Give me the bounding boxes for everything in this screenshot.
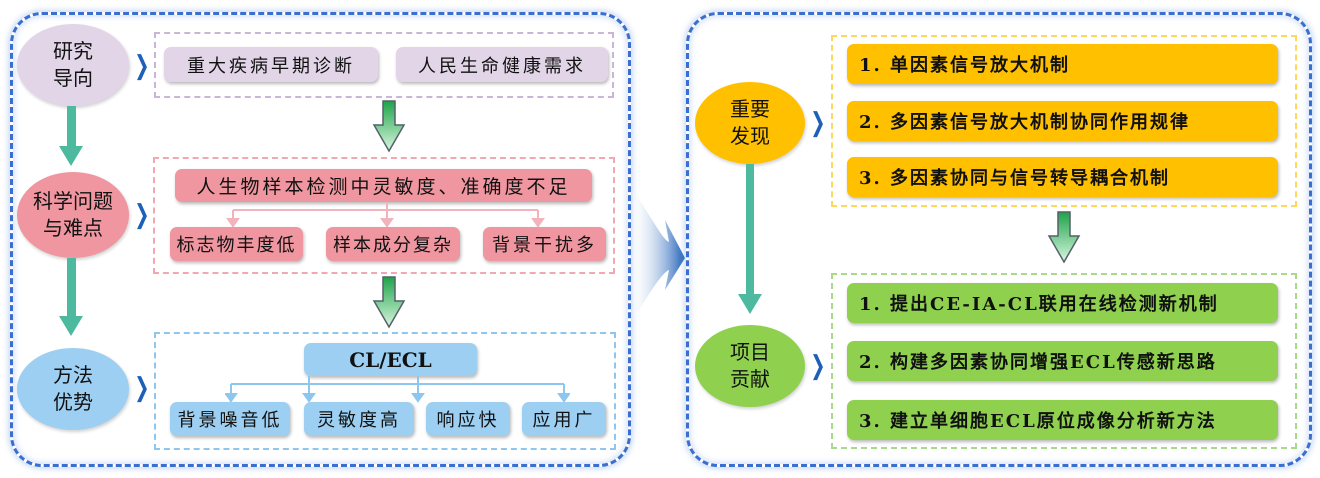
down-arrow-icon (738, 294, 762, 314)
chevron-right-icon: ❯ (134, 200, 150, 230)
method-advantages-group (154, 332, 616, 450)
down-arrow-icon (372, 100, 406, 153)
method-main-cl-ecl: CL/ECL (304, 343, 477, 376)
finding-item-1: 1. 单因素信号放大机制 (847, 44, 1278, 84)
key-findings-ellipse: 重要 发现 (695, 82, 805, 164)
down-arrow-icon (1047, 211, 1081, 264)
contribution-item-2: 2. 构建多因素协同增强ECL传感新思路 (847, 341, 1278, 381)
research-orientation-ellipse: 研究 导向 (17, 24, 129, 106)
research-item-early-diagnosis: 重大疾病早期诊断 (164, 47, 378, 82)
project-contributions-ellipse: 项目 贡献 (695, 325, 805, 407)
chevron-right-icon: ❯ (810, 351, 826, 381)
down-arrow-icon (59, 316, 83, 336)
method-branch-connector (225, 376, 570, 403)
advantage-fast-response: 响应快 (426, 402, 510, 436)
advantage-wide-application: 应用广 (522, 402, 606, 436)
flow-line (67, 106, 76, 148)
contribution-item-3: 3. 建立单细胞ECL原位成像分析新方法 (847, 400, 1278, 440)
problem-main: 人生物样本检测中灵敏度、准确度不足 (175, 169, 592, 202)
method-advantages-ellipse: 方法 优势 (17, 348, 129, 430)
advantage-high-sensitivity: 灵敏度高 (304, 402, 414, 436)
chevron-right-icon: ❯ (810, 108, 826, 138)
down-arrow-icon (59, 146, 83, 166)
flow-line (746, 164, 754, 294)
finding-item-2: 2. 多因素信号放大机制协同作用规律 (847, 101, 1278, 141)
problem-low-abundance: 标志物丰度低 (170, 227, 303, 261)
finding-item-3: 3. 多因素协同与信号转导耦合机制 (847, 157, 1278, 197)
transition-arrow-icon (633, 190, 685, 320)
key-findings-group (831, 35, 1297, 207)
research-orientation-group (154, 32, 614, 98)
chevron-right-icon: ❯ (134, 373, 150, 403)
down-arrow-icon (372, 276, 406, 329)
advantage-low-noise: 背景噪音低 (170, 402, 290, 436)
problem-complex-sample: 样本成分复杂 (326, 227, 460, 261)
flow-line (67, 258, 76, 318)
project-contributions-group (831, 273, 1297, 449)
chevron-right-icon: ❯ (134, 51, 150, 81)
problem-branch-connector (226, 202, 545, 228)
contribution-item-1: 1. 提出CE-IA-CL联用在线检测新机制 (847, 283, 1278, 323)
problem-background-interference: 背景干扰多 (483, 227, 606, 261)
research-item-health-needs: 人民生命健康需求 (396, 47, 608, 82)
scientific-problems-group (153, 157, 615, 274)
scientific-problems-ellipse: 科学问题 与难点 (17, 172, 129, 258)
